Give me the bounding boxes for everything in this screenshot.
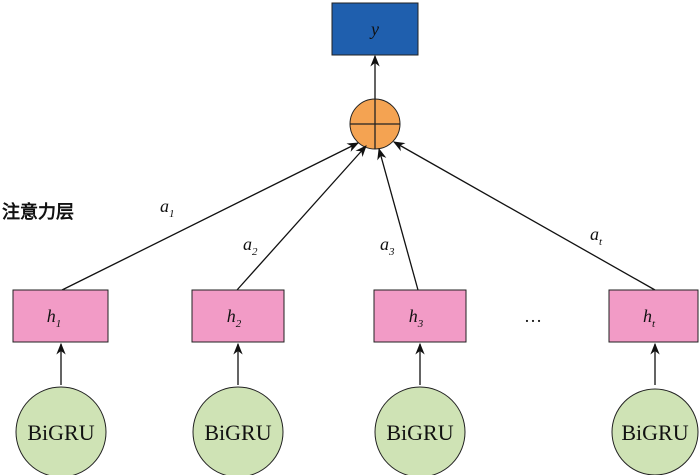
encoder-label-2: BiGRU (204, 420, 271, 445)
encoder-node-2: BiGRU (192, 386, 284, 475)
attention-layer-label: 注意力层 (2, 201, 74, 223)
encoder-label-1: BiGRU (27, 420, 94, 445)
output-label: y (369, 19, 379, 39)
encoder-label-t: BiGRU (621, 420, 688, 445)
encoder-node-3: BiGRU (374, 386, 466, 475)
hidden-node-1: h1 (12, 289, 109, 343)
hidden-label-1: h1 (47, 306, 62, 330)
weight-label-1: a1 (160, 196, 175, 220)
hidden-node-3: h3 (373, 289, 467, 343)
weight-arrow-t (392, 141, 656, 291)
weight-arrow-3 (377, 147, 419, 291)
weight-label-2: a2 (243, 234, 258, 258)
hidden-node-2: h2 (191, 289, 285, 343)
output-node: y (331, 2, 419, 56)
ellipsis: … (524, 306, 542, 326)
hidden-label-2: h2 (227, 306, 242, 330)
weight-label-3: a3 (380, 234, 395, 258)
hidden-label-t: ht (643, 306, 656, 330)
weight-arrow-2 (236, 145, 367, 291)
encoder-node-1: BiGRU (15, 386, 107, 475)
hidden-node-t: ht (608, 289, 699, 343)
hidden-label-3: h3 (409, 306, 424, 330)
sum-node (349, 98, 401, 150)
encoder-label-3: BiGRU (386, 420, 453, 445)
weight-arrow-1 (61, 142, 360, 291)
weight-label-t: at (590, 224, 603, 248)
encoder-node-t: BiGRU (611, 388, 699, 475)
